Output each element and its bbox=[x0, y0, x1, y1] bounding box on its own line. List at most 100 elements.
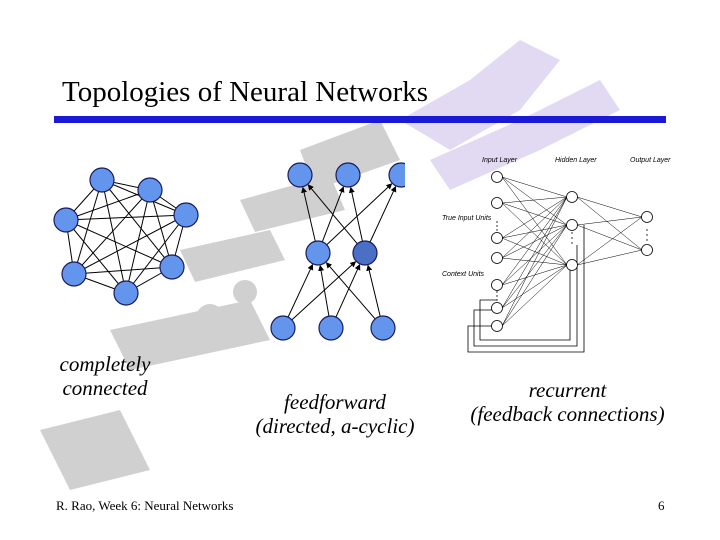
recurrent-diagram: Input Layer Hidden Layer Output Layer Tr… bbox=[442, 157, 671, 353]
cc-node bbox=[89, 167, 115, 193]
ff-edge bbox=[307, 184, 358, 245]
rc-node bbox=[491, 320, 503, 332]
rc-edge bbox=[501, 176, 568, 226]
cc-edge bbox=[65, 219, 127, 294]
rc-edge bbox=[501, 176, 568, 198]
rc-edge bbox=[501, 196, 568, 309]
rc-edge bbox=[501, 196, 568, 327]
rc-node bbox=[566, 191, 578, 203]
ff-edge bbox=[335, 263, 361, 318]
rc-nodes bbox=[491, 171, 653, 332]
rc-edge bbox=[501, 224, 568, 239]
rc-feedback-loops bbox=[467, 225, 585, 353]
ff-node bbox=[318, 315, 344, 341]
rc-edge bbox=[576, 216, 643, 226]
caption-recurrent: recurrent (feedback connections) bbox=[445, 378, 690, 426]
caption-line: recurrent bbox=[528, 378, 607, 402]
ff-node bbox=[305, 240, 331, 266]
caption-feedforward: feedforward (directed, a-cyclic) bbox=[225, 390, 445, 438]
slide-title: Topologies of Neural Networks bbox=[62, 76, 429, 108]
output-layer-label: Output Layer bbox=[630, 157, 671, 164]
cc-node bbox=[173, 202, 199, 228]
cc-edge bbox=[73, 189, 151, 275]
rc-edge bbox=[501, 196, 568, 204]
ff-edge bbox=[348, 186, 363, 242]
input-layer-label: Input Layer bbox=[482, 157, 518, 164]
ff-node bbox=[270, 315, 296, 341]
rc-node bbox=[491, 279, 503, 291]
rc-edge bbox=[576, 216, 643, 266]
rc-edge bbox=[501, 176, 568, 266]
rc-node bbox=[491, 197, 503, 209]
rc-edge bbox=[501, 224, 568, 286]
title-rule bbox=[54, 116, 666, 123]
caption-line: feedforward bbox=[284, 390, 386, 414]
rc-edge bbox=[501, 237, 568, 266]
hidden-layer-label: Hidden Layer bbox=[555, 157, 597, 164]
rc-edge bbox=[501, 202, 568, 226]
rc-node bbox=[491, 252, 503, 264]
cc-node bbox=[159, 254, 185, 280]
cc-edge bbox=[73, 179, 103, 275]
rc-edges bbox=[501, 176, 643, 327]
ff-edge bbox=[326, 183, 393, 246]
rc-node bbox=[641, 211, 653, 223]
ff-node bbox=[287, 162, 313, 188]
true-input-units-label: True Input Units bbox=[442, 215, 492, 222]
rc-node bbox=[566, 259, 578, 271]
ff-node bbox=[370, 315, 396, 341]
ff-edge bbox=[287, 263, 314, 318]
caption-line: (feedback connections) bbox=[470, 402, 665, 426]
rc-edge bbox=[501, 224, 568, 327]
rc-edge bbox=[501, 196, 568, 259]
cc-node bbox=[113, 280, 139, 306]
rc-node bbox=[641, 244, 653, 256]
cc-edge bbox=[73, 214, 187, 275]
cc-edge bbox=[65, 214, 187, 221]
ff-edge bbox=[325, 262, 376, 320]
ff-edge bbox=[301, 186, 316, 242]
caption-line: completely bbox=[59, 352, 151, 376]
rc-edge bbox=[501, 224, 568, 259]
footer-author: R. Rao, Week 6: Neural Networks bbox=[56, 498, 234, 513]
cc-nodes bbox=[53, 167, 199, 306]
rc-edge bbox=[501, 196, 568, 239]
ff-edge bbox=[291, 261, 357, 321]
page-number: 6 bbox=[658, 498, 665, 513]
ff-edges bbox=[287, 183, 397, 321]
context-units-label: Context Units bbox=[442, 271, 485, 278]
rc-edge bbox=[576, 196, 643, 218]
caption-completely-connected: completely connected bbox=[50, 352, 160, 400]
cc-node bbox=[53, 207, 79, 233]
rc-edge bbox=[501, 264, 568, 286]
rc-node bbox=[491, 302, 503, 314]
ff-edge bbox=[366, 264, 381, 317]
ff-nodes bbox=[270, 162, 405, 341]
cc-edge bbox=[65, 189, 151, 221]
cc-edge bbox=[101, 179, 127, 294]
ff-edge bbox=[318, 264, 330, 317]
ff-node bbox=[388, 162, 405, 188]
rc-edge bbox=[501, 264, 568, 309]
ff-edge bbox=[369, 185, 397, 243]
rc-node bbox=[491, 232, 503, 244]
feedforward-diagram bbox=[270, 162, 405, 341]
cc-node bbox=[137, 177, 163, 203]
rc-edge bbox=[576, 224, 643, 251]
ellipsis-dots bbox=[496, 221, 648, 301]
ff-node bbox=[352, 240, 378, 266]
rc-edge bbox=[576, 249, 643, 266]
rc-node bbox=[566, 219, 578, 231]
cc-node bbox=[61, 261, 87, 287]
rc-edge bbox=[576, 196, 643, 251]
cc-edge bbox=[125, 189, 151, 294]
caption-line: connected bbox=[62, 376, 148, 400]
cc-edge bbox=[65, 219, 173, 268]
completely-connected-diagram bbox=[53, 167, 199, 306]
rc-edge bbox=[501, 196, 568, 286]
cc-edge bbox=[125, 214, 187, 294]
caption-line: (directed, a-cyclic) bbox=[255, 414, 415, 438]
cc-edge bbox=[73, 266, 173, 275]
rc-edge bbox=[501, 224, 568, 309]
rc-node bbox=[491, 171, 503, 183]
